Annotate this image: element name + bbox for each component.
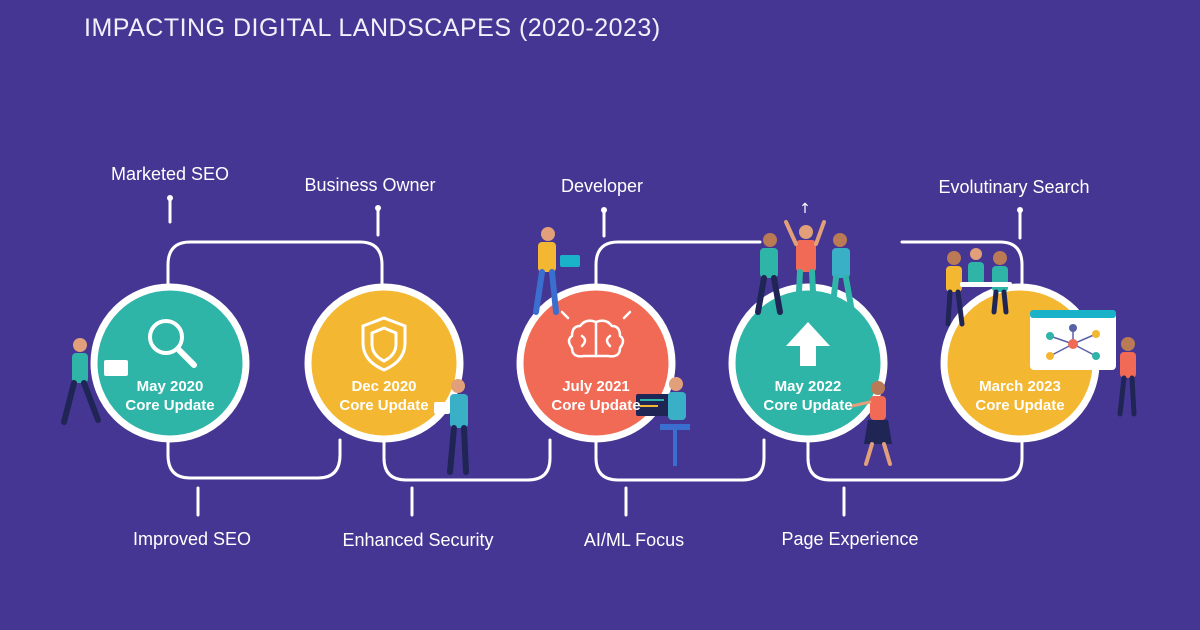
milestone-circle-dec-2020: [304, 283, 464, 443]
milestone-name: Core Update: [975, 397, 1065, 414]
connector-bottom-2: [382, 438, 552, 482]
arrow-up-icon: [786, 322, 830, 366]
person-illustration-pushing: [61, 338, 128, 425]
svg-text:↑: ↑: [799, 201, 811, 217]
milestone-name: Core Update: [125, 397, 215, 414]
milestone-may-2020: May 2020 Core Update: [95, 377, 245, 415]
person-illustration-pointing: [850, 381, 892, 466]
milestone-circle-may-2020: [90, 283, 250, 443]
milestone-circles: [90, 283, 1100, 443]
label-page-experience: Page Experience: [781, 529, 919, 549]
milestone-date: July 2021: [562, 378, 630, 395]
connector-top-1: [166, 240, 384, 292]
milestone-may-2022: May 2022 Core Update: [733, 377, 883, 415]
connector-top-2: [594, 240, 762, 292]
milestone-march-2023: March 2023 Core Update: [945, 377, 1095, 415]
pin-dot-top-3: [601, 207, 607, 213]
milestone-name: Core Update: [339, 397, 429, 414]
milestone-date: May 2020: [136, 378, 204, 395]
milestone-circle-july-2021: [516, 283, 676, 443]
milestone-date: Dec 2020: [351, 378, 417, 395]
milestone-july-2021: July 2021 Core Update: [521, 377, 671, 415]
label-business-owner: Business Owner: [304, 175, 436, 195]
people-illustration-celebrating: ↑: [755, 201, 855, 315]
people-illustration-team-table: [945, 248, 1012, 327]
label-developer: Developer: [560, 176, 644, 196]
shield-icon: [361, 316, 407, 372]
person-illustration-tablet-1: [434, 379, 469, 475]
pin-dot-top-2: [375, 205, 381, 211]
network-diagram-icon: [1030, 310, 1116, 370]
label-marketed-seo: Marketed SEO: [110, 164, 230, 184]
person-illustration-laptop-top: [533, 227, 580, 315]
milestone-date: May 2022: [774, 378, 842, 395]
connector-lines: [166, 196, 1024, 517]
label-enhanced-security: Enhanced Security: [342, 530, 494, 550]
person-illustration-presenter: [1117, 337, 1137, 417]
connector-bottom-1: [166, 438, 342, 480]
connector-top-3: [900, 240, 1024, 292]
pin-dot-top-1: [167, 195, 173, 201]
label-improved-seo: Improved SEO: [132, 529, 252, 549]
person-illustration-desk: [636, 377, 690, 466]
milestone-name: Core Update: [763, 397, 853, 414]
connector-bottom-4: [806, 438, 1024, 482]
milestone-date: March 2023: [979, 378, 1061, 395]
label-evolutinary-search: Evolutinary Search: [938, 177, 1090, 197]
page-title: IMPACTING DIGITAL LANDSCAPES (2020-2023): [84, 14, 661, 42]
label-ai-ml-focus: AI/ML Focus: [583, 530, 685, 550]
brain-icon: [560, 310, 632, 358]
milestone-dec-2020: Dec 2020 Core Update: [309, 377, 459, 415]
connector-bottom-3: [594, 438, 766, 482]
milestone-name: Core Update: [551, 397, 641, 414]
magnifier-icon: [148, 319, 197, 368]
pin-dot-top-4: [1017, 207, 1023, 213]
